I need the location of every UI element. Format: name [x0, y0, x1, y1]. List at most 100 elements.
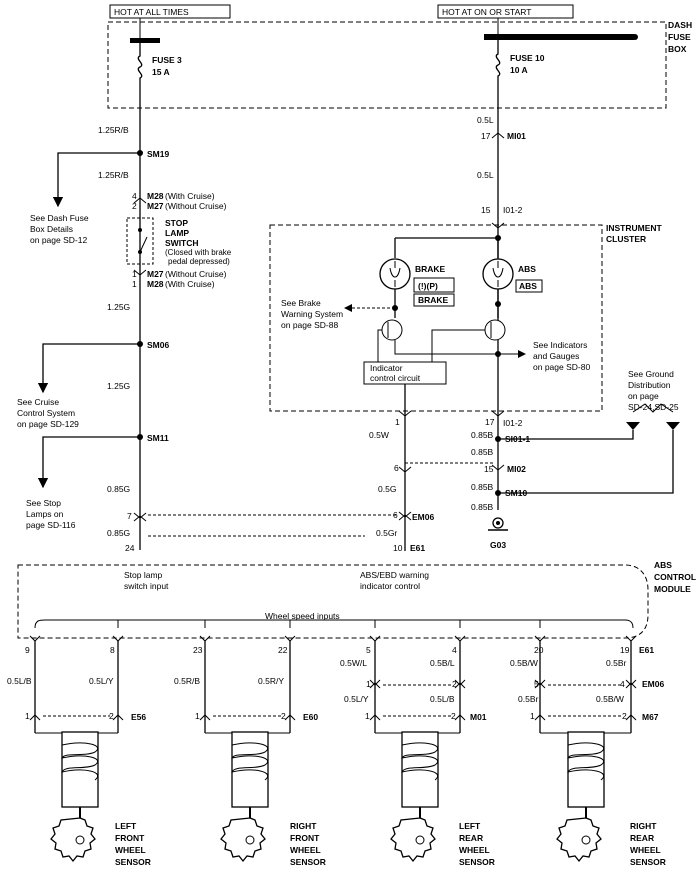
svg-text:See Cruise: See Cruise	[17, 397, 59, 407]
svg-text:switch input: switch input	[124, 581, 169, 591]
svg-text:10: 10	[393, 543, 403, 553]
sensor-right-rear: 20 19 0.5B/W 0.5Br 5 4 EM06 0.5Br 0.5B/W…	[510, 635, 666, 867]
svg-text:MI02: MI02	[507, 464, 526, 474]
svg-text:0.85B: 0.85B	[471, 447, 494, 457]
svg-text:Indicator: Indicator	[370, 363, 403, 373]
svg-text:15: 15	[481, 205, 491, 215]
svg-text:(!)(P): (!)(P)	[418, 281, 438, 291]
svg-text:on page SD-129: on page SD-129	[17, 419, 79, 429]
svg-text:and Gauges: and Gauges	[533, 351, 579, 361]
svg-text:(Closed with brake: (Closed with brake	[165, 248, 232, 257]
sensor-left-front: 9 8 0.5L/B 0.5L/Y 1 2 E56 LEFT FRONT WHE…	[7, 635, 151, 867]
svg-text:RIGHT: RIGHT	[630, 821, 657, 831]
hot-label-right: HOT AT ON OR START	[437, 4, 574, 19]
svg-text:indicator control: indicator control	[360, 581, 420, 591]
svg-text:ABS: ABS	[654, 560, 672, 570]
svg-text:1: 1	[195, 711, 200, 721]
busbar-left	[130, 38, 160, 43]
svg-text:LEFT: LEFT	[459, 821, 481, 831]
svg-text:FUSE 10: FUSE 10	[510, 53, 545, 63]
svg-text:Lamps on: Lamps on	[26, 509, 64, 519]
brake-transistor-icon	[381, 319, 403, 341]
svg-text:HOT AT ALL TIMES: HOT AT ALL TIMES	[114, 7, 189, 17]
svg-text:SM19: SM19	[147, 149, 169, 159]
ground-icon-2	[666, 422, 680, 430]
svg-text:See Stop: See Stop	[26, 498, 61, 508]
svg-text:1.25G: 1.25G	[107, 302, 130, 312]
svg-text:0.85G: 0.85G	[107, 484, 130, 494]
svg-text:E60: E60	[303, 712, 318, 722]
svg-text:23: 23	[193, 645, 203, 655]
svg-text:G03: G03	[490, 540, 506, 550]
svg-text:EM06: EM06	[412, 512, 434, 522]
svg-text:0.85B: 0.85B	[471, 430, 494, 440]
svg-text:control circuit: control circuit	[370, 373, 421, 383]
svg-text:Warning System: Warning System	[281, 309, 343, 319]
svg-text:5: 5	[534, 679, 539, 689]
hot-label-left: HOT AT ALL TIMES	[109, 4, 231, 19]
sensor-left-rear: 5 4 0.5W/L 0.5B/L 1 2 0.5L/Y 0.5L/B 1 2 …	[340, 635, 495, 867]
ref-dash-fuse: See Dash Fuse Box Details on page SD-12	[30, 213, 89, 245]
svg-text:Box Details: Box Details	[30, 224, 73, 234]
stop-lamp-switch	[126, 217, 154, 265]
svg-text:I01-2: I01-2	[503, 418, 523, 428]
svg-text:SM06: SM06	[147, 340, 169, 350]
svg-text:1: 1	[132, 279, 137, 289]
svg-text:See Ground: See Ground	[628, 369, 674, 379]
svg-text:1.25R/B: 1.25R/B	[98, 170, 129, 180]
svg-text:0.5Br: 0.5Br	[606, 658, 626, 668]
svg-text:0.5B/W: 0.5B/W	[596, 694, 624, 704]
svg-text:on page SD-88: on page SD-88	[281, 320, 338, 330]
svg-text:WHEEL: WHEEL	[459, 845, 490, 855]
svg-text:2: 2	[622, 711, 627, 721]
svg-text:BOX: BOX	[668, 44, 687, 54]
svg-text:FUSE: FUSE	[668, 32, 691, 42]
abs-module-outline	[17, 564, 649, 639]
svg-text:0.5L/B: 0.5L/B	[430, 694, 455, 704]
svg-text:1: 1	[132, 269, 137, 279]
svg-text:REAR: REAR	[459, 833, 483, 843]
svg-text:2: 2	[452, 679, 457, 689]
svg-text:5: 5	[366, 645, 371, 655]
svg-text:SENSOR: SENSOR	[459, 857, 495, 867]
svg-text:RIGHT: RIGHT	[290, 821, 317, 831]
svg-text:0.5L/B: 0.5L/B	[7, 676, 32, 686]
svg-text:WHEEL: WHEEL	[630, 845, 661, 855]
svg-text:BRAKE: BRAKE	[415, 264, 446, 274]
svg-text:DASH: DASH	[668, 20, 692, 30]
svg-text:BRAKE: BRAKE	[418, 295, 449, 305]
svg-text:0.85B: 0.85B	[471, 482, 494, 492]
svg-text:0.85B: 0.85B	[471, 502, 494, 512]
ref-cruise: See Cruise Control System on page SD-129	[17, 397, 79, 429]
svg-text:on page SD-12: on page SD-12	[30, 235, 87, 245]
svg-text:FUSE 3: FUSE 3	[152, 55, 182, 65]
svg-text:Stop lamp: Stop lamp	[124, 570, 163, 580]
svg-text:0.5L: 0.5L	[477, 170, 494, 180]
sensor-right-front: 23 22 0.5R/B 0.5R/Y 1 2 E60 RIGHT FRONT …	[174, 635, 326, 867]
svg-text:2: 2	[132, 201, 137, 211]
svg-text:0.5B/L: 0.5B/L	[430, 658, 455, 668]
svg-text:24: 24	[125, 543, 135, 553]
svg-text:0.5R/B: 0.5R/B	[174, 676, 200, 686]
instrument-cluster-outline	[269, 224, 603, 412]
svg-text:0.5Br: 0.5Br	[518, 694, 538, 704]
svg-text:(Without Cruise): (Without Cruise)	[165, 269, 227, 279]
svg-text:ABS: ABS	[518, 264, 536, 274]
svg-text:1: 1	[395, 417, 400, 427]
svg-text:15: 15	[484, 464, 494, 474]
svg-text:SM11: SM11	[147, 433, 169, 443]
svg-text:M67: M67	[642, 712, 659, 722]
svg-text:M27: M27	[147, 201, 164, 211]
svg-text:1: 1	[530, 711, 535, 721]
svg-text:CONTROL: CONTROL	[654, 572, 696, 582]
svg-text:See Brake: See Brake	[281, 298, 321, 308]
svg-text:10 A: 10 A	[510, 65, 528, 75]
svg-text:0.5B/W: 0.5B/W	[510, 658, 538, 668]
svg-text:0.5L/Y: 0.5L/Y	[89, 676, 114, 686]
svg-text:15 A: 15 A	[152, 67, 170, 77]
svg-text:22: 22	[278, 645, 288, 655]
svg-text:6: 6	[394, 463, 399, 473]
svg-text:2: 2	[451, 711, 456, 721]
svg-text:SWITCH: SWITCH	[165, 238, 199, 248]
